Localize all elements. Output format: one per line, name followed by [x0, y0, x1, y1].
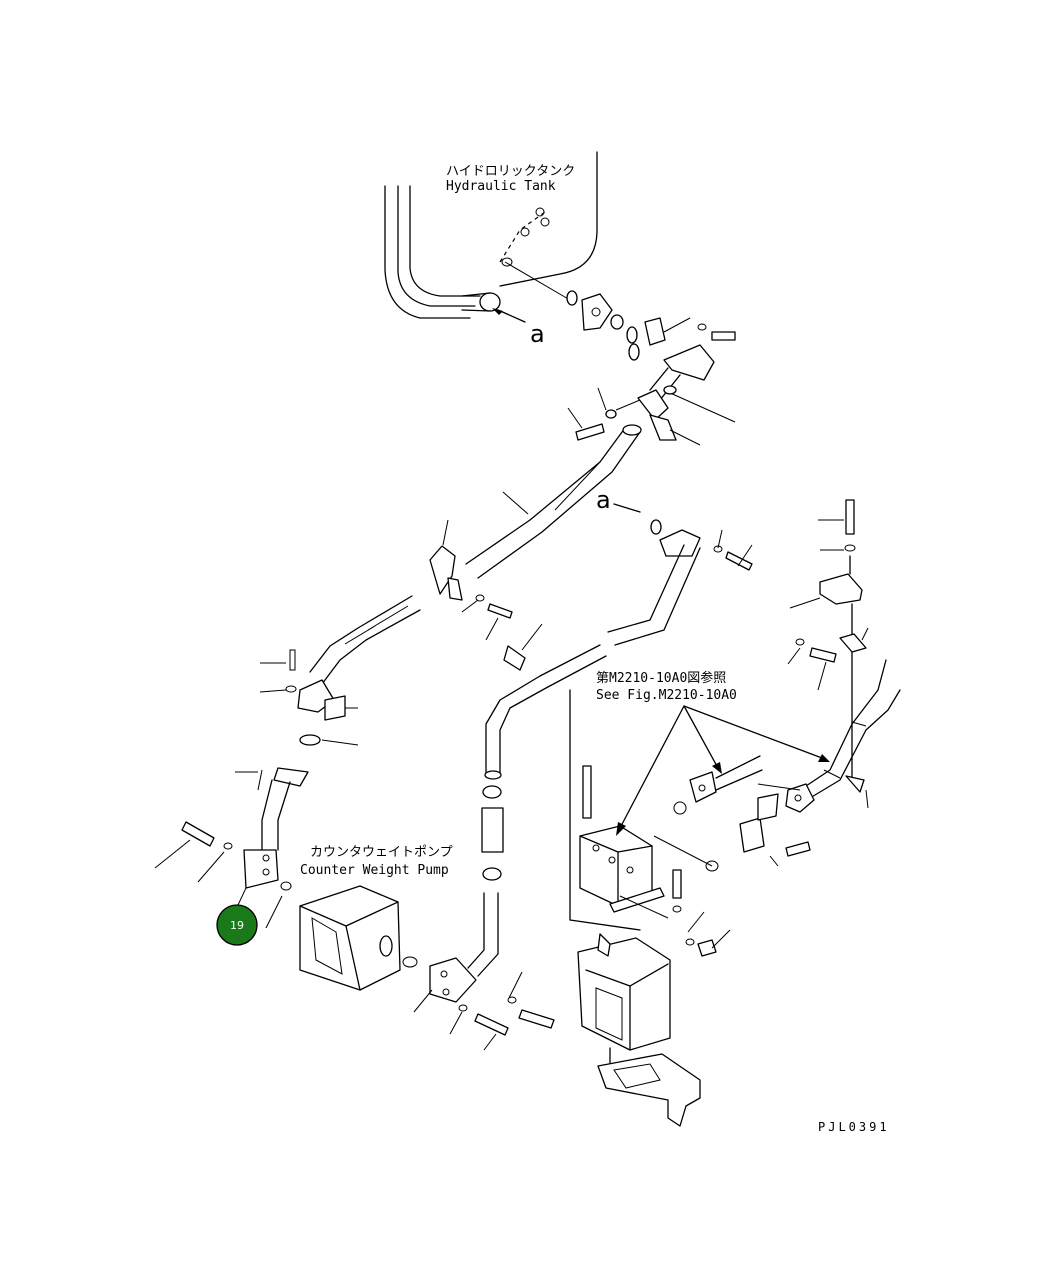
tank-label-jp: ハイドロリックタンク: [446, 164, 575, 179]
pump-label-jp: カウンタウェイトポンプ: [310, 845, 453, 860]
see-fig-label-jp: 第M2210-10A0図参照: [596, 670, 726, 686]
hydraulic-tank: [384, 151, 598, 323]
tank-label-en: Hydraulic Tank: [446, 179, 556, 194]
pump-inlet-pipe: [413, 785, 555, 1051]
return-pipe-line: [484, 519, 753, 780]
marker-a-mid-arrow: [613, 503, 641, 513]
callout-19[interactable]: 19: [216, 904, 258, 946]
callout-19-number: 19: [230, 919, 244, 932]
left-hose-assembly: [154, 595, 421, 929]
drawing-code: PJL0391: [818, 1120, 890, 1134]
see-fig-label-en: See Fig.M2210-10A0: [596, 688, 737, 703]
hose-clip-bracket: [429, 519, 513, 641]
callout-19-circle: [216, 904, 258, 946]
upper-suction-hose: [465, 387, 701, 579]
marker-a-top: a: [530, 320, 545, 348]
see-fig-reference-arrows: [616, 705, 830, 836]
valve-block-assembly: [569, 689, 731, 1127]
marker-a-mid: a: [596, 486, 611, 514]
tank-outlet-flange-group: [566, 290, 736, 423]
counter-weight-pump: [299, 885, 418, 991]
pump-label-en: Counter Weight Pump: [300, 863, 449, 878]
right-bracket-hose: [653, 499, 901, 872]
